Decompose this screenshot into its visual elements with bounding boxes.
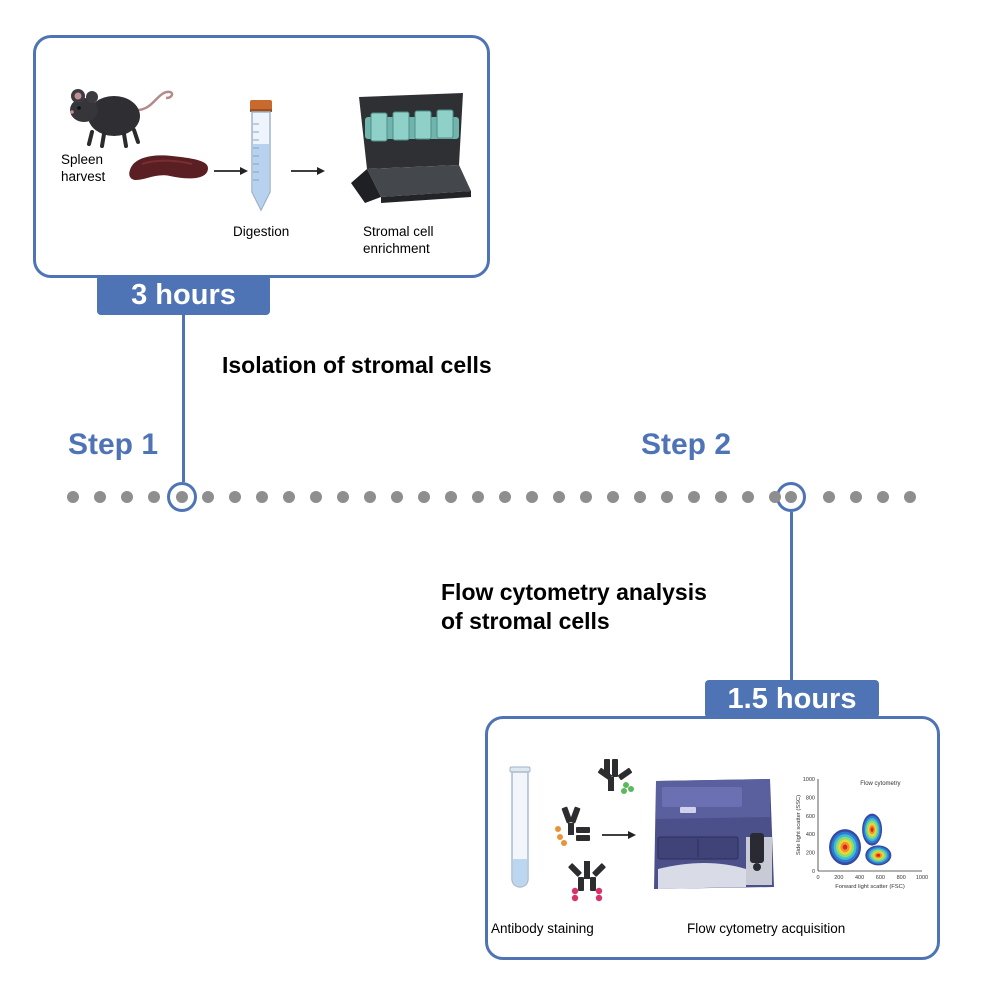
step2-panel: Antibody staining Flow cytometry acquisi… — [485, 716, 940, 960]
antibody-staining-label: Antibody staining — [491, 921, 594, 936]
timeline-dot — [688, 491, 700, 503]
x-tick-label: 200 — [834, 875, 843, 881]
timeline-dot — [310, 491, 322, 503]
timeline-dot — [148, 491, 160, 503]
digestion-label: Digestion — [233, 224, 290, 239]
flow-acquisition-label: Flow cytometry acquisition — [687, 921, 846, 936]
y-tick-label: 1000 — [803, 777, 815, 783]
step2-connector — [790, 512, 793, 682]
density-cluster — [842, 844, 848, 850]
step2-title: Flow cytometry analysis of stromal cells — [441, 579, 707, 634]
timeline-dot — [661, 491, 673, 503]
x-axis-label: Forward light scatter (FSC) — [835, 884, 905, 890]
timeline-dot — [202, 491, 214, 503]
timeline-dot — [445, 491, 457, 503]
y-tick-label: 0 — [812, 869, 815, 875]
stromal-enrichment-label: Stromal cell enrichment — [363, 224, 434, 256]
timeline-dot — [499, 491, 511, 503]
y-tick-label: 200 — [806, 851, 815, 857]
conical-tube-icon — [250, 100, 272, 212]
timeline-dot — [283, 491, 295, 503]
step1-duration-badge: 3 hours — [97, 275, 270, 315]
magnetic-separator-icon — [351, 93, 471, 203]
timeline-dot — [823, 491, 835, 503]
y-axis-label: Side light scatter (SSC) — [796, 795, 802, 855]
arrow-right-icon — [214, 167, 248, 175]
timeline-dot — [256, 491, 268, 503]
spleen-icon — [129, 155, 208, 180]
x-tick-label: 800 — [897, 875, 906, 881]
x-tick-label: 1000 — [916, 875, 928, 881]
y-tick-label: 600 — [806, 814, 815, 820]
timeline-dot — [337, 491, 349, 503]
step2-label: Step 2 — [641, 428, 732, 461]
mouse-icon — [70, 89, 174, 148]
spleen-harvest-label: Spleen harvest — [61, 152, 106, 184]
timeline-dot — [418, 491, 430, 503]
density-cluster — [876, 853, 881, 857]
step1-label: Step 1 — [68, 428, 159, 461]
step1-marker[interactable] — [167, 482, 197, 512]
arrow-right-icon — [291, 167, 325, 175]
timeline-dot — [742, 491, 754, 503]
timeline-dot — [67, 491, 79, 503]
timeline-dot — [121, 491, 133, 503]
y-tick-label: 800 — [806, 795, 815, 801]
y-tick-label: 400 — [806, 832, 815, 838]
test-tube-icon — [509, 766, 531, 888]
timeline-dot — [553, 491, 565, 503]
timeline-dot — [850, 491, 862, 503]
timeline-dot — [607, 491, 619, 503]
step1-panel: Spleen harvest Digestion — [33, 35, 490, 278]
plot-title: Flow cytometry — [860, 781, 900, 787]
antibody-icon — [555, 759, 634, 902]
x-tick-label: 0 — [816, 875, 819, 881]
timeline-dot — [364, 491, 376, 503]
timeline-dot — [526, 491, 538, 503]
step2-marker[interactable] — [776, 482, 806, 512]
x-tick-label: 600 — [876, 875, 885, 881]
timeline-dot — [904, 491, 916, 503]
timeline-dot — [472, 491, 484, 503]
step1-connector — [182, 315, 185, 482]
timeline-dot — [229, 491, 241, 503]
timeline-dot — [877, 491, 889, 503]
timeline-dot — [580, 491, 592, 503]
timeline-dot — [715, 491, 727, 503]
x-tick-label: 400 — [855, 875, 864, 881]
flow-cytometer-icon — [654, 779, 774, 889]
arrow-right-icon — [602, 831, 636, 839]
timeline-dot — [634, 491, 646, 503]
timeline-dot — [391, 491, 403, 503]
scatter-plot-icon: 0 200 400 600 800 1000 0 200 400 600 800 1000Forwar… — [796, 777, 928, 890]
timeline-dot — [94, 491, 106, 503]
density-cluster — [870, 827, 874, 832]
step2-duration-badge: 1.5 hours — [705, 680, 879, 718]
step1-title: Isolation of stromal cells — [222, 352, 492, 378]
